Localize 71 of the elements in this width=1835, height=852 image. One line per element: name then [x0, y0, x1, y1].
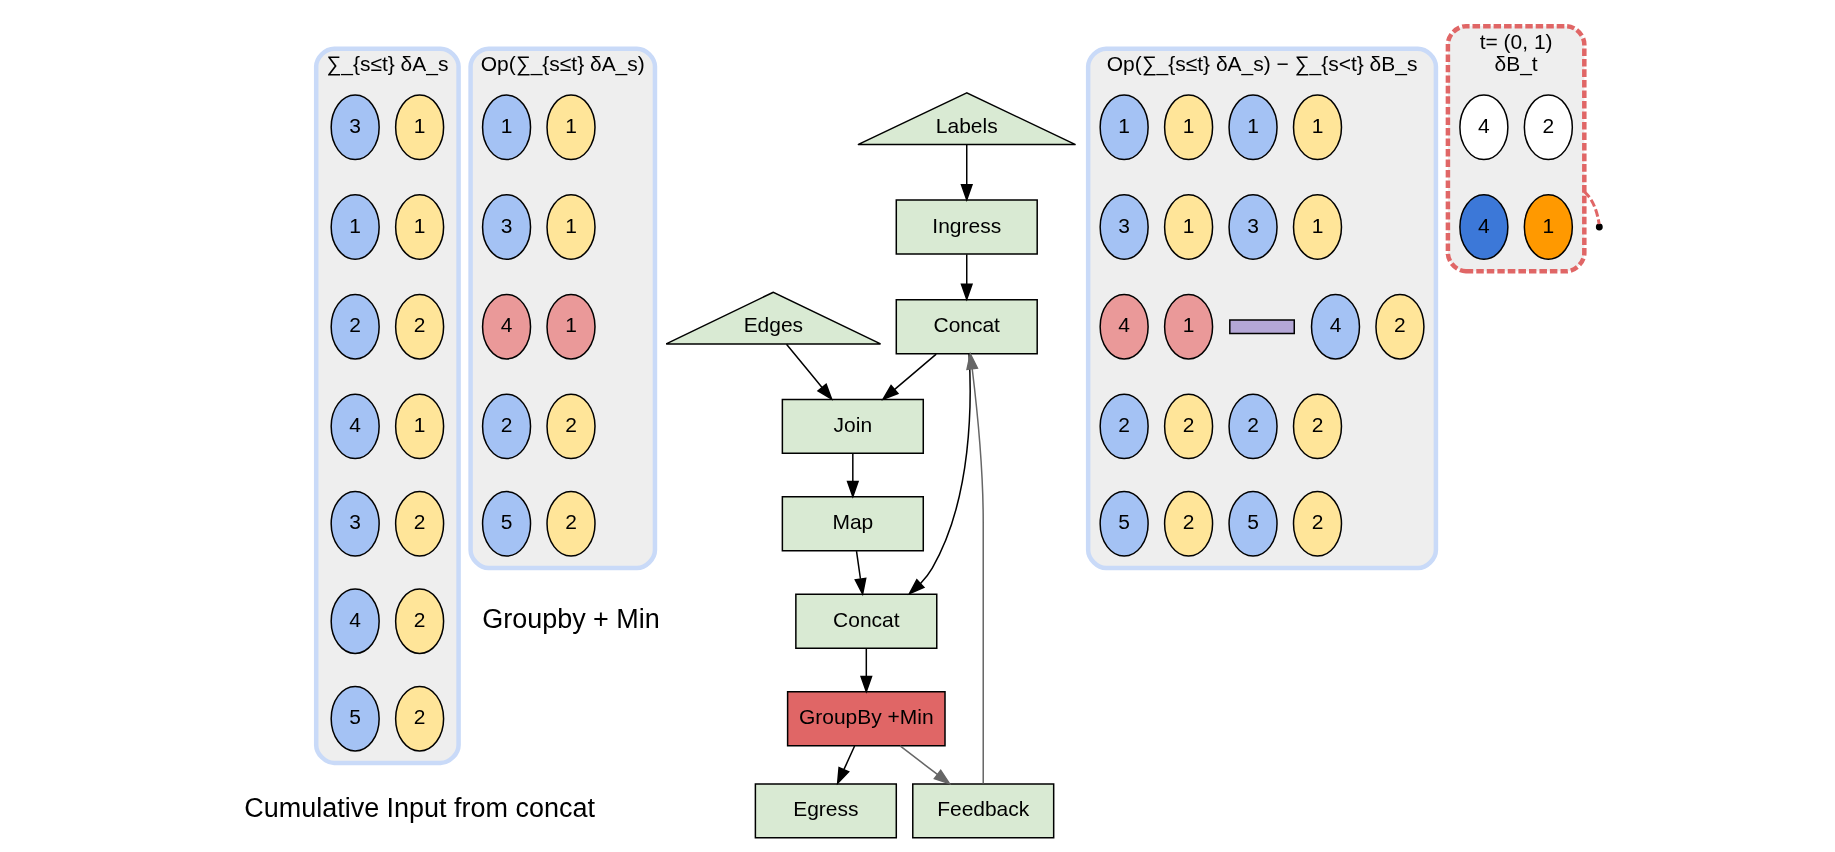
arrow [899, 745, 952, 785]
arrow [960, 144, 974, 202]
node-ellipse: 5 [330, 685, 380, 752]
node-ellipse: 3 [330, 94, 380, 161]
node-ellipse: 1 [330, 194, 380, 260]
node-ellipse: 2 [1292, 490, 1343, 557]
node-ellipse: 1 [1292, 94, 1343, 161]
node-ellipse: 2 [481, 393, 532, 460]
node-ellipse: 2 [1292, 393, 1343, 460]
connector [1583, 190, 1601, 225]
arrow [966, 351, 984, 785]
node-ellipse: 2 [546, 490, 596, 557]
node-box: Concat [795, 593, 938, 649]
node-ellipse: 3 [1099, 194, 1149, 260]
node-ellipse: 2 [1163, 490, 1214, 557]
arrow [881, 353, 937, 401]
node-box: Concat [895, 298, 1038, 355]
node-ellipse: 1 [1523, 194, 1574, 260]
node-ellipse: 1 [394, 194, 445, 260]
node-label: Groupby + Min [482, 603, 660, 634]
node-ellipse: 1 [546, 194, 596, 260]
arrow [907, 353, 971, 596]
arrow [960, 253, 974, 302]
node-ellipse: 1 [394, 393, 445, 460]
node-ellipse: 5 [1099, 490, 1149, 557]
node-ellipse: 1 [1163, 293, 1214, 360]
node-ellipse: 3 [481, 194, 532, 260]
node-ellipse: 1 [546, 293, 596, 360]
node-ellipse: 5 [1228, 490, 1278, 557]
node-ellipse: 2 [1228, 393, 1278, 460]
node-ellipse: 1 [1228, 94, 1278, 161]
node-box: Ingress [895, 199, 1038, 255]
node-ellipse: 2 [330, 293, 380, 360]
node-ellipse: 4 [1459, 94, 1509, 161]
node-ellipse: 4 [1310, 293, 1361, 360]
node-ellipse: 1 [1292, 194, 1343, 260]
node-ellipse: 2 [394, 685, 445, 752]
arrow [785, 343, 834, 401]
node-ellipse: 1 [1163, 194, 1214, 260]
node-box: GroupBy +Min [786, 690, 946, 747]
node-ellipse: 4 [330, 393, 380, 460]
node-ellipse: 2 [394, 293, 445, 360]
node-ellipse: 2 [1523, 94, 1574, 161]
node-ellipse: 4 [1099, 293, 1149, 360]
node-ellipse: 2 [1375, 293, 1425, 360]
node-ellipse: 2 [1163, 393, 1214, 460]
node-ellipse: 1 [1099, 94, 1149, 161]
node-ellipse: 2 [394, 490, 445, 557]
node-ellipse: 1 [394, 94, 445, 161]
arrow [860, 647, 873, 694]
node-box: Egress [754, 783, 898, 839]
node-label: Cumulative Input from concat [244, 793, 595, 824]
node-ellipse: 2 [394, 588, 445, 655]
node-ellipse: 1 [546, 94, 596, 161]
node-ellipse: 3 [330, 490, 380, 557]
node-ellipse: 4 [1459, 194, 1509, 260]
node-ellipse: 4 [481, 293, 532, 360]
node-ellipse: 3 [1228, 194, 1278, 260]
node-ellipse: 5 [481, 490, 532, 557]
node-ellipse: 1 [481, 94, 532, 161]
arrow [854, 550, 867, 597]
node-ellipse: 2 [546, 393, 596, 460]
node-box: Feedback [912, 783, 1055, 839]
arrow [836, 745, 856, 786]
node-box: Join [781, 398, 924, 455]
node-ellipse: 1 [1163, 94, 1214, 161]
node-ellipse: 4 [330, 588, 380, 655]
arrow [846, 452, 860, 499]
node-box: Map [781, 496, 924, 552]
node-ellipse: 2 [1099, 393, 1149, 460]
node-bar [1229, 319, 1295, 335]
